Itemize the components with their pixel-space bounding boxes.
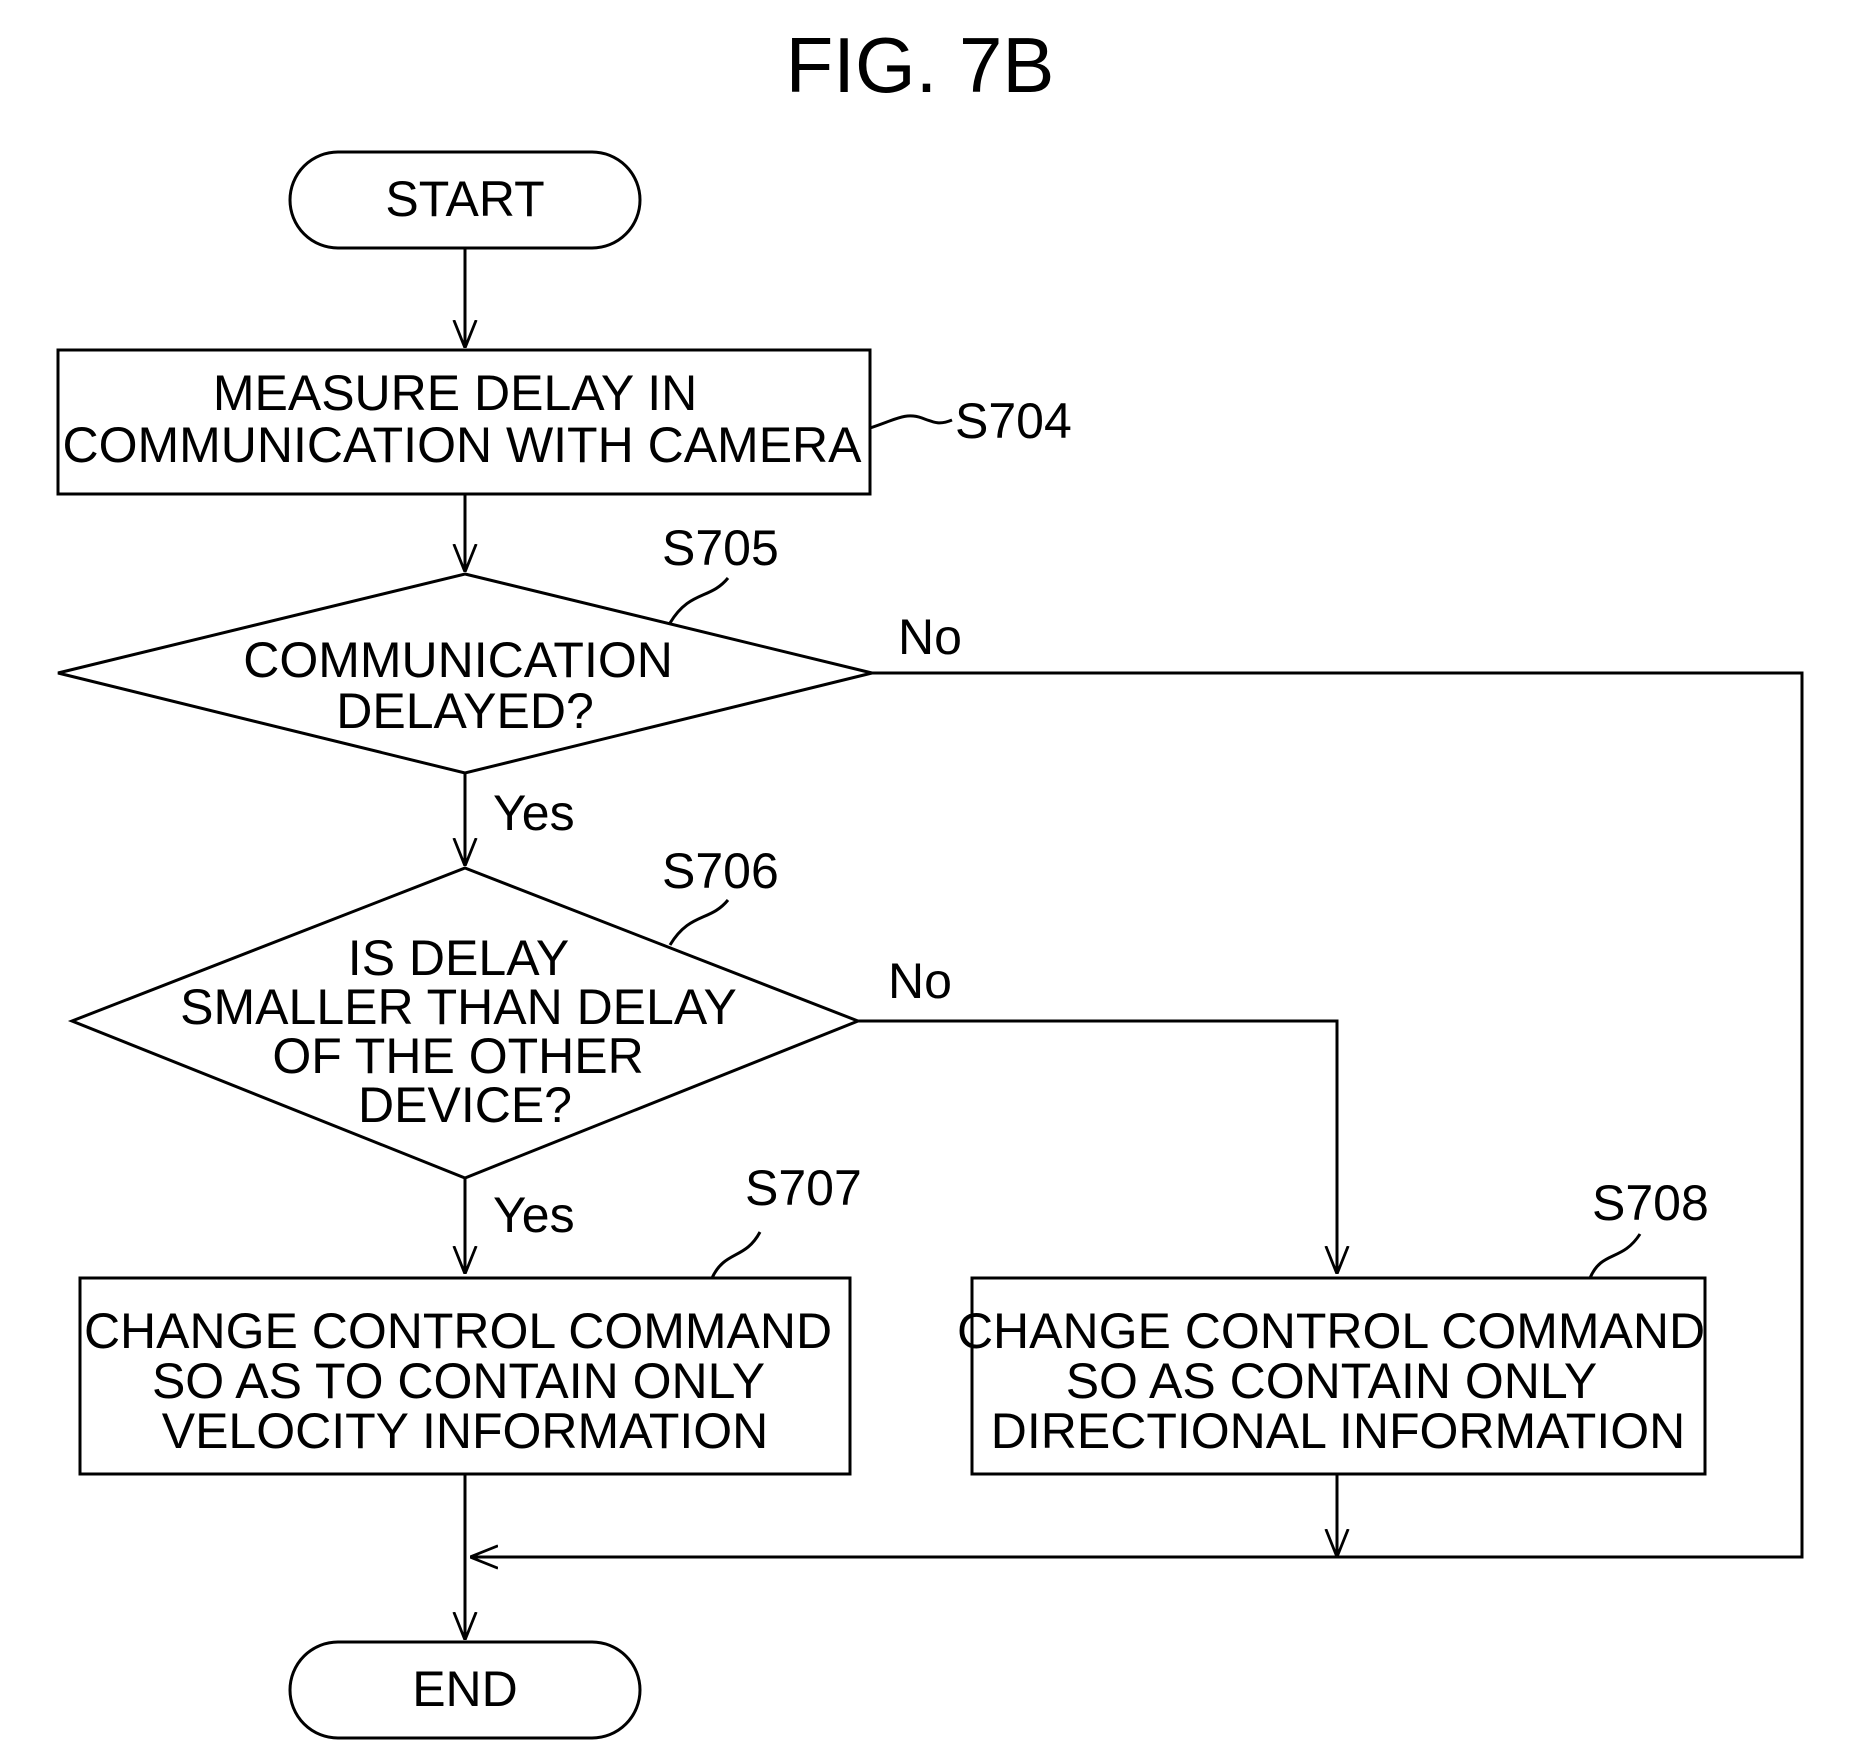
s706-yes-label: Yes xyxy=(493,1187,575,1243)
s706-line-1: IS DELAY xyxy=(348,930,569,986)
s705-leader xyxy=(670,578,728,623)
s708-text: CHANGE CONTROL COMMAND SO AS CONTAIN ONL… xyxy=(957,1303,1719,1459)
s708-step-tag: S708 xyxy=(1592,1175,1709,1231)
s706-line-4: DEVICE? xyxy=(358,1077,572,1133)
s707-step-tag: S707 xyxy=(745,1160,862,1216)
s704-leader xyxy=(870,416,952,428)
s706-line-3: OF THE OTHER xyxy=(272,1028,643,1084)
s706-no-label: No xyxy=(888,953,952,1009)
s707-line-2: SO AS TO CONTAIN ONLY xyxy=(152,1353,765,1409)
s704-line-1: MEASURE DELAY IN xyxy=(213,365,697,421)
s706-step-tag: S706 xyxy=(662,843,779,899)
s705-yes-label: Yes xyxy=(493,785,575,841)
s707-line-1: CHANGE CONTROL COMMAND xyxy=(84,1303,832,1359)
s705-line-2: DELAYED? xyxy=(336,683,594,739)
s708-leader xyxy=(1590,1234,1640,1278)
s705-line-1: COMMUNICATION xyxy=(243,632,673,688)
s707-text: CHANGE CONTROL COMMAND SO AS TO CONTAIN … xyxy=(84,1303,846,1459)
figure-title: FIG. 7B xyxy=(786,21,1055,109)
s708-line-1: CHANGE CONTROL COMMAND xyxy=(957,1303,1705,1359)
s708-line-2: SO AS CONTAIN ONLY xyxy=(1066,1353,1597,1409)
s704-step-tag: S704 xyxy=(955,393,1072,449)
s705-no-label: No xyxy=(898,609,962,665)
s706-leader xyxy=(670,900,728,945)
s706-line-2: SMALLER THAN DELAY xyxy=(180,979,736,1035)
s708-line-3: DIRECTIONAL INFORMATION xyxy=(991,1403,1685,1459)
s707-leader xyxy=(712,1232,760,1278)
start-label: START xyxy=(385,171,544,227)
end-label: END xyxy=(412,1661,518,1717)
s705-step-tag: S705 xyxy=(662,520,779,576)
s706-no-connector xyxy=(858,1021,1337,1274)
s704-line-2: COMMUNICATION WITH CAMERA xyxy=(62,417,862,473)
s707-line-3: VELOCITY INFORMATION xyxy=(162,1403,769,1459)
